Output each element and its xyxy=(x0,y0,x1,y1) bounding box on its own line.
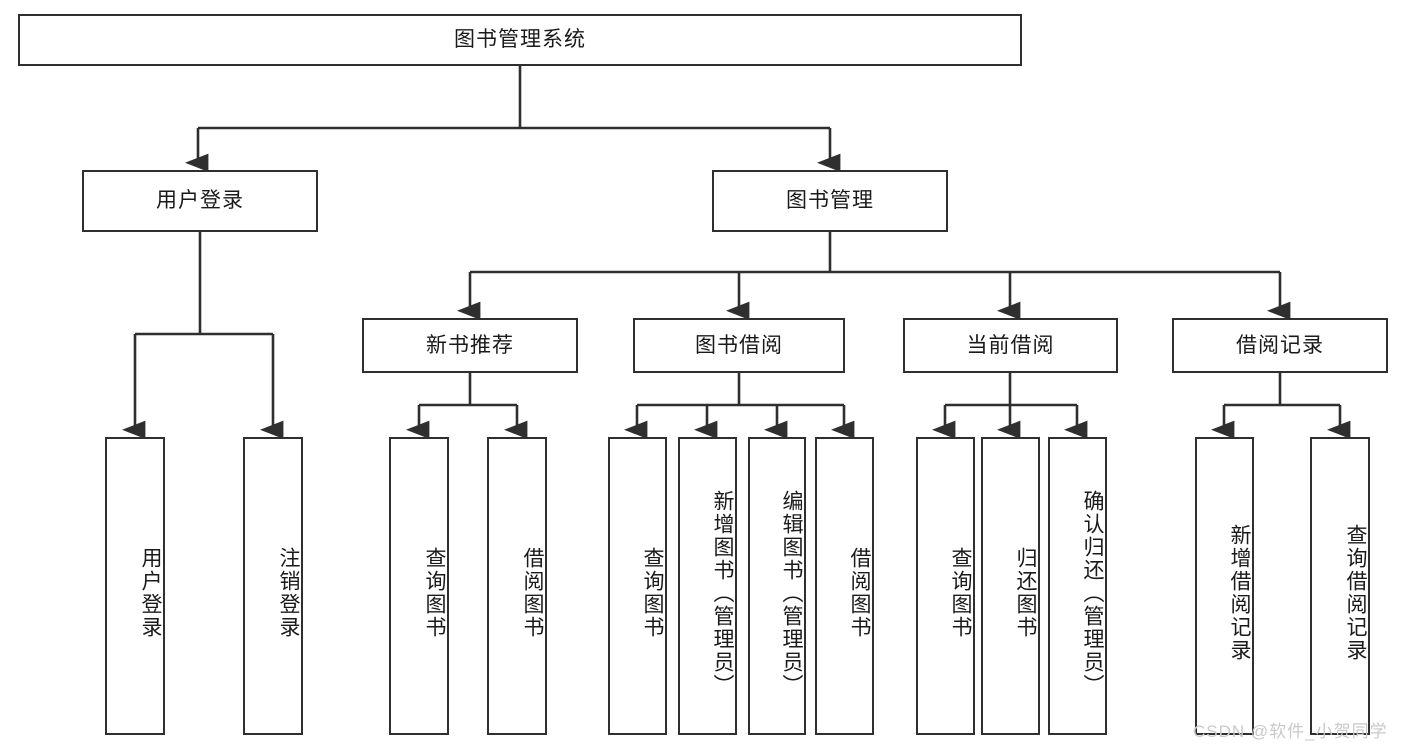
node-book-management-label: 图书管理 xyxy=(786,189,874,213)
csdn-watermark: CSDN @软件_小贺同学 xyxy=(1193,722,1388,741)
node-new-book-recommend-label: 新书推荐 xyxy=(426,333,514,357)
leaf-query-book-cb-label: 查询图书 xyxy=(949,547,972,639)
leaf-return-book-label: 归还图书 xyxy=(1014,547,1037,639)
leaf-confirm-return-admin-label: 确认归还（管理员） xyxy=(1081,489,1104,697)
leaf-logout-label: 注销登录 xyxy=(277,547,300,639)
node-book-borrow-label: 图书借阅 xyxy=(695,333,783,357)
leaf-add-book-admin[interactable]: 新增图书（管理员） xyxy=(678,437,737,735)
leaf-query-book-bb[interactable]: 查询图书 xyxy=(608,437,667,735)
node-book-management[interactable]: 图书管理 xyxy=(712,170,948,232)
leaf-query-book-bb-label: 查询图书 xyxy=(641,547,664,639)
leaf-user-login[interactable]: 用户登录 xyxy=(105,437,165,735)
node-borrow-record-label: 借阅记录 xyxy=(1236,333,1324,357)
node-current-borrow[interactable]: 当前借阅 xyxy=(903,318,1118,373)
node-root[interactable]: 图书管理系统 xyxy=(18,14,1022,66)
node-user-login-label: 用户登录 xyxy=(156,189,244,213)
leaf-query-book-cb[interactable]: 查询图书 xyxy=(916,437,975,735)
node-current-borrow-label: 当前借阅 xyxy=(966,333,1055,357)
leaf-user-login-label: 用户登录 xyxy=(139,547,162,639)
leaf-logout[interactable]: 注销登录 xyxy=(243,437,303,735)
leaf-confirm-return-admin[interactable]: 确认归还（管理员） xyxy=(1048,437,1107,735)
node-book-borrow[interactable]: 图书借阅 xyxy=(633,318,845,373)
leaf-add-borrow-record-label: 新增借阅记录 xyxy=(1228,524,1251,662)
leaf-query-book-nbr[interactable]: 查询图书 xyxy=(389,437,449,735)
leaf-return-book[interactable]: 归还图书 xyxy=(981,437,1040,735)
node-new-book-recommend[interactable]: 新书推荐 xyxy=(362,318,578,373)
leaf-query-borrow-record[interactable]: 查询借阅记录 xyxy=(1310,437,1370,735)
node-root-label: 图书管理系统 xyxy=(454,28,586,52)
leaf-query-borrow-record-label: 查询借阅记录 xyxy=(1344,524,1367,662)
leaf-borrow-book-bb[interactable]: 借阅图书 xyxy=(815,437,874,735)
leaf-borrow-book-bb-label: 借阅图书 xyxy=(848,547,871,639)
leaf-query-book-nbr-label: 查询图书 xyxy=(423,547,446,639)
leaf-borrow-book-nbr[interactable]: 借阅图书 xyxy=(487,437,547,735)
leaf-edit-book-admin-label: 编辑图书（管理员） xyxy=(780,489,803,697)
leaf-add-book-admin-label: 新增图书（管理员） xyxy=(711,489,734,697)
leaf-edit-book-admin[interactable]: 编辑图书（管理员） xyxy=(748,437,806,735)
leaf-borrow-book-nbr-label: 借阅图书 xyxy=(521,547,544,639)
node-user-login[interactable]: 用户登录 xyxy=(82,170,318,232)
leaf-add-borrow-record[interactable]: 新增借阅记录 xyxy=(1195,437,1254,735)
node-borrow-record[interactable]: 借阅记录 xyxy=(1172,318,1388,373)
